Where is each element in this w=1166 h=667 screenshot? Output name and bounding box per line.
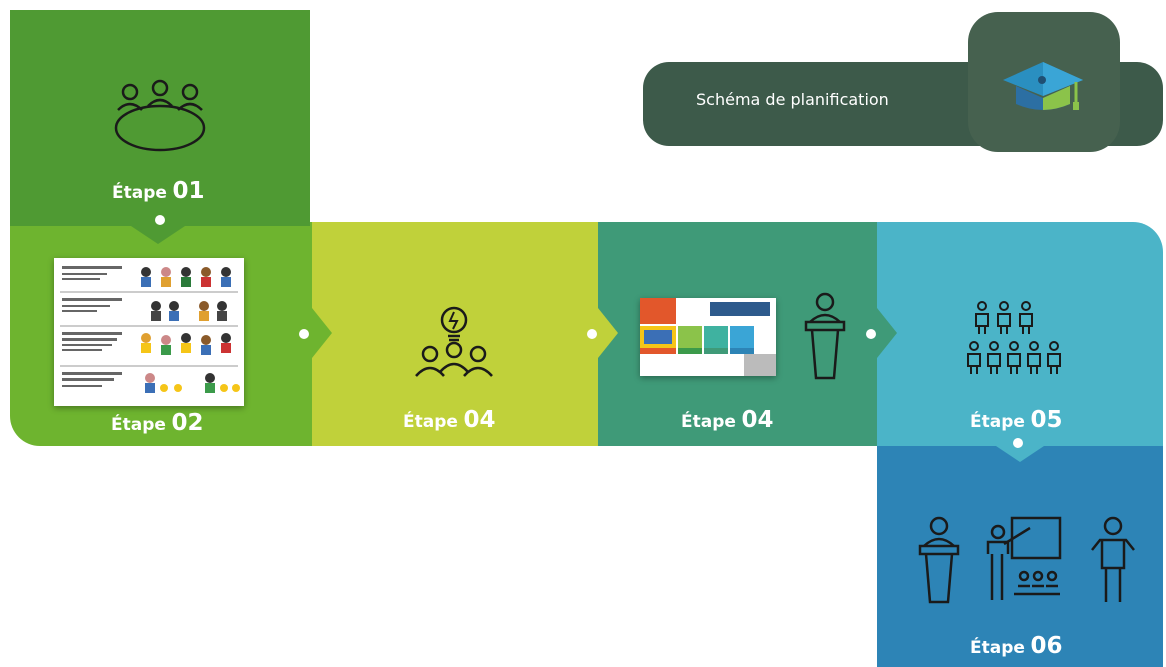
step-word: Étape	[681, 412, 736, 432]
step-01-label: Étape 01	[112, 178, 205, 204]
step-word: Étape	[112, 183, 167, 203]
step-03-block	[312, 222, 602, 446]
idea-team-icon	[415, 306, 493, 377]
connector-dot	[1013, 438, 1023, 448]
step-04-label: Étape 04	[681, 407, 774, 433]
step-05-label: Étape 05	[970, 407, 1063, 433]
graduation-cap-icon	[1003, 62, 1083, 110]
connector-arrow-02-03	[312, 308, 332, 358]
document-thumbnail-content	[60, 266, 240, 393]
step-number: 06	[1030, 633, 1063, 659]
connector-arrow-05-06	[990, 442, 1050, 462]
connector-dot	[587, 329, 597, 339]
step-01-block	[10, 10, 310, 226]
step-word: Étape	[970, 638, 1025, 658]
connector-arrow-03-04	[598, 308, 618, 358]
step-number: 02	[171, 410, 204, 436]
connector-dot	[866, 329, 876, 339]
step-02-label: Étape 02	[111, 410, 204, 436]
step-word: Étape	[970, 412, 1025, 432]
connector-arrow-04-05	[877, 308, 897, 358]
lectern-speaker-icon	[804, 292, 846, 380]
step-number: 05	[1030, 407, 1063, 433]
presenter-icon	[1091, 516, 1135, 602]
step-word: Étape	[111, 415, 166, 435]
step-number: 04	[741, 407, 774, 433]
teacher-board-icon	[986, 516, 1062, 600]
meeting-table-icon	[114, 79, 206, 152]
crowd-icon	[967, 301, 1061, 374]
step-03-label: Étape 04	[403, 407, 496, 433]
connector-arrow-01-02	[128, 224, 188, 244]
step-05-block	[877, 222, 1163, 446]
connector-dot	[299, 329, 309, 339]
step-number: 04	[463, 407, 496, 433]
step-06-label: Étape 06	[970, 633, 1063, 659]
connector-dot	[155, 215, 165, 225]
slides-thumbnail-content	[640, 298, 776, 376]
lectern-speaker-icon	[918, 516, 960, 604]
page-title: Schéma de planification	[696, 90, 889, 109]
step-word: Étape	[403, 412, 458, 432]
document-thumbnail	[54, 258, 244, 406]
step-number: 01	[172, 178, 205, 204]
slides-thumbnail	[640, 298, 776, 376]
